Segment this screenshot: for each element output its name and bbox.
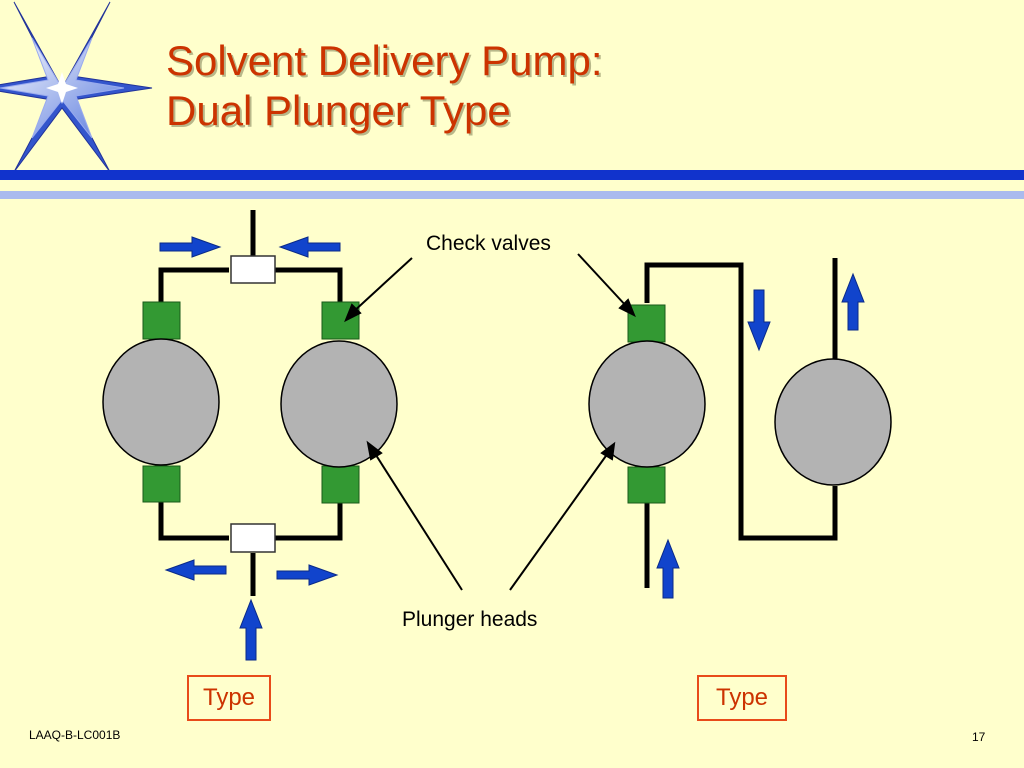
right-type-link[interactable]: Type <box>697 675 787 721</box>
title-rule-dark <box>0 170 1024 180</box>
title-rule-light <box>0 191 1024 199</box>
bottom-tee-junction <box>230 523 276 553</box>
check-valve <box>627 304 666 343</box>
callout-leaders <box>344 253 636 591</box>
tandem-connection-tube <box>644 262 838 541</box>
check-valve <box>321 465 360 504</box>
flow-left-arrow-icon <box>164 559 227 581</box>
flow-up-arrow-icon <box>656 538 680 599</box>
flow-down-arrow-icon <box>747 289 771 352</box>
check-valve <box>142 465 181 503</box>
check-valve <box>627 466 666 504</box>
right-bottom-manifold <box>275 502 343 541</box>
plunger-head <box>280 340 398 468</box>
right-pump-diagram <box>588 258 892 599</box>
page-number: 17 <box>972 730 986 744</box>
left-bottom-manifold <box>158 502 229 541</box>
check-valve <box>142 301 181 340</box>
flow-up-arrow-icon <box>239 598 263 661</box>
footer-course-code: LAAQ-B-LC001B <box>29 728 121 742</box>
title-line-1: Solvent Delivery Pump: <box>166 37 603 84</box>
left-pump-diagram <box>102 210 398 661</box>
right-top-manifold <box>275 267 343 302</box>
left-type-link[interactable]: Type <box>187 675 271 721</box>
top-tee-junction <box>230 255 276 284</box>
flow-up-arrow-icon <box>841 272 865 331</box>
flow-left-arrow-icon <box>278 236 341 258</box>
plunger-heads-label: Plunger heads <box>402 608 538 631</box>
plunger-head <box>102 338 220 466</box>
title-line-2: Dual Plunger Type <box>166 87 511 134</box>
plunger-head <box>588 340 706 468</box>
left-top-manifold <box>158 267 229 302</box>
check-valves-label: Check valves <box>426 232 551 255</box>
flow-right-arrow-icon <box>276 564 339 586</box>
star-burst-icon <box>0 1 153 173</box>
flow-right-arrow-icon <box>159 236 222 258</box>
slide-title: Solvent Delivery Pump: Dual Plunger Type <box>166 36 603 136</box>
plunger-head <box>774 358 892 486</box>
